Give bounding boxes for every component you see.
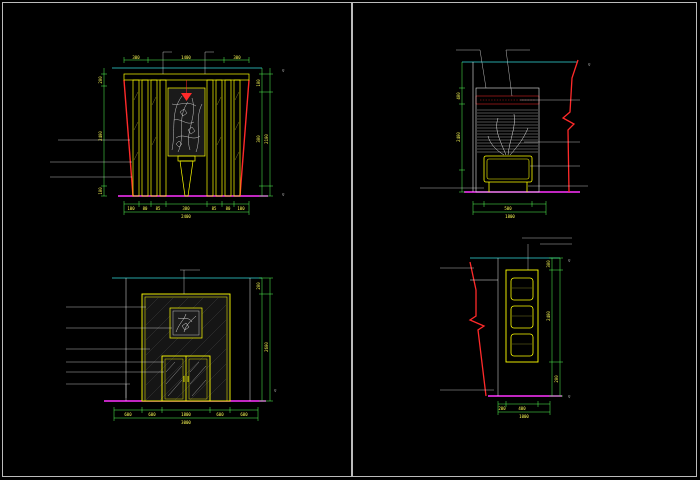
pendant-light-icon xyxy=(181,93,192,101)
dim-label-c-bottom: 600 xyxy=(148,412,156,417)
slat-hatch-a xyxy=(133,91,240,161)
dim-label-a-bottom: 100 xyxy=(237,206,245,211)
dim-label-a-right: 2100 xyxy=(264,134,269,144)
plant-b xyxy=(487,113,529,156)
dim-label-a-bottom: 85 xyxy=(156,206,161,211)
dim-label-a-top: 300 xyxy=(233,55,241,60)
sheet-frame-left xyxy=(2,2,352,477)
dim-chain-b-left xyxy=(459,62,465,193)
dim-chain-a-right xyxy=(259,68,273,197)
dim-label-b-total: 1800 xyxy=(505,214,515,219)
dim-label-d-right: 200 xyxy=(554,375,559,383)
dim-label-a-bottom: 380 xyxy=(182,206,190,211)
dim-label-b-left: 400 xyxy=(456,92,461,100)
pedestal-a xyxy=(179,160,194,197)
dim-chain-a-bottom xyxy=(123,201,250,215)
level-mark-a-floor: ▽ xyxy=(282,192,285,197)
dim-label-d-total: 1000 xyxy=(519,414,529,419)
wall-section-b xyxy=(561,59,579,193)
top-dim-a xyxy=(123,57,250,63)
level-mark-d-floor: ▽ xyxy=(568,394,571,399)
left-leaders-a xyxy=(50,139,132,178)
dim-chain-d-right xyxy=(549,257,563,397)
wall-section-d xyxy=(468,261,487,397)
right-leaders-b xyxy=(420,99,588,189)
dim-label-a-bottom: 85 xyxy=(212,206,217,211)
dim-label-a-top: 300 xyxy=(132,55,140,60)
dim-label-c-total: 3000 xyxy=(181,420,191,425)
dim-label-c-bottom: 600 xyxy=(240,412,248,417)
dim-label-a-right: 100 xyxy=(256,79,261,87)
artwork-c xyxy=(175,313,197,333)
dim-label-a-top: 1400 xyxy=(181,55,191,60)
level-mark-c: ▽ xyxy=(274,388,277,393)
wall-section-a-right xyxy=(239,79,250,197)
dim-label-a-left: 100 xyxy=(98,187,103,195)
dim-label-a-bottom: 80 xyxy=(143,206,148,211)
top-leaders-a xyxy=(162,51,214,74)
dim-label-a-right: 300 xyxy=(256,135,261,143)
door-glass-hatch-c xyxy=(165,361,207,397)
dim-label-b-left: 2400 xyxy=(456,132,461,142)
dim-label-d-bottom: 200 xyxy=(498,406,506,411)
dim-label-d-right: 2400 xyxy=(546,311,551,321)
elevation-a: ▽ ▽ xyxy=(50,51,285,215)
dim-label-d-right: 300 xyxy=(546,260,551,268)
dim-chain-c-right xyxy=(259,277,273,402)
dim-label-c-right: 200 xyxy=(256,282,261,290)
louvers-b xyxy=(477,109,538,153)
cabinet-outline-b xyxy=(475,87,540,193)
vertical-slats-a xyxy=(132,79,241,197)
dimension-labels: 300 1400 300 100 80 85 380 85 80 100 2400 200 2400 10… xyxy=(98,55,559,425)
dim-label-a-total: 2400 xyxy=(181,214,191,219)
dim-label-c-bottom: 600 xyxy=(124,412,132,417)
elevation-c: ▽ xyxy=(66,269,277,421)
dim-label-c-right: 2600 xyxy=(264,342,269,352)
dim-label-c-bottom: 1800 xyxy=(181,412,191,417)
top-leaders-b xyxy=(456,49,530,97)
wall-section-a-left xyxy=(123,79,134,197)
dim-chain-c-bottom xyxy=(113,407,259,421)
top-leaders-c xyxy=(180,269,200,294)
level-mark-a: ▽ xyxy=(282,68,285,73)
elevation-b: ▽ xyxy=(420,49,591,215)
console-b xyxy=(483,155,533,183)
level-mark-b: ▽ xyxy=(588,62,591,67)
dim-chain-d-bottom xyxy=(497,401,551,415)
drawer-hatch-d xyxy=(512,287,532,345)
dim-chain-b-bottom xyxy=(472,201,547,215)
floral-pattern-a xyxy=(171,95,203,153)
dim-chain-a-left xyxy=(101,68,107,197)
level-mark-d: ▽ xyxy=(568,258,571,263)
cabinet-drawers-d xyxy=(510,277,534,357)
dim-label-a-left: 200 xyxy=(98,76,103,84)
dim-label-a-bottom: 80 xyxy=(226,206,231,211)
dim-label-a-bottom: 100 xyxy=(127,206,135,211)
dim-label-b-bottom: 500 xyxy=(504,206,512,211)
dim-label-d-bottom: 400 xyxy=(518,406,526,411)
dim-label-a-left: 2400 xyxy=(98,131,103,141)
dim-label-c-bottom: 600 xyxy=(216,412,224,417)
tall-cabinet-d xyxy=(505,269,539,363)
top-leaders-d xyxy=(440,237,572,391)
elevation-d: ▽ ▽ xyxy=(440,237,572,415)
left-leaders-c xyxy=(66,306,172,398)
sheet-frame-right xyxy=(352,2,697,477)
